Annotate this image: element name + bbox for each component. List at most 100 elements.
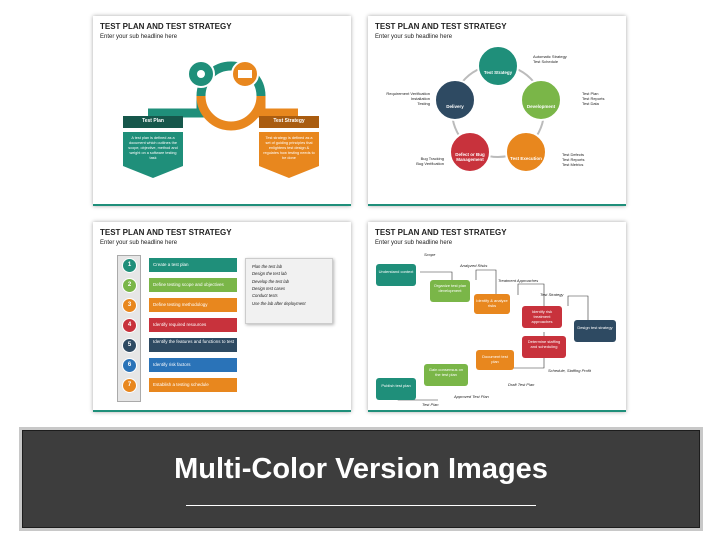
flow-box-label: Identify & analyze risks	[476, 298, 508, 308]
step-bar: Define testing scope and objectives	[149, 278, 237, 292]
slide-subtitle: Enter your sub headline here	[375, 240, 453, 246]
note-item: Test Plan	[582, 91, 599, 96]
flow-label: Approved Test Plan	[454, 394, 489, 399]
flow-box	[376, 378, 416, 400]
multi-color-banner: Multi-Color Version Images	[22, 430, 700, 528]
step-bar: Create a test plan	[149, 258, 237, 272]
note-item: Test Metrics	[562, 162, 584, 167]
node-label-execution: Test Execution	[510, 156, 542, 161]
note-item: Testing	[417, 101, 430, 106]
flow-label: Schedule, Staffing Profit	[548, 368, 591, 373]
step-number: 4	[122, 318, 137, 333]
flow-box	[574, 320, 616, 342]
note-item: Design test cases	[252, 286, 286, 292]
notes-execution: Test Defects Test Reports Test Metrics	[562, 152, 584, 167]
slide-thumbnail-1[interactable]: TEST PLAN AND TEST STRATEGY Enter your s…	[93, 16, 351, 206]
flow-box	[522, 306, 562, 328]
note-item: Use the lab after deployment	[252, 300, 306, 306]
note-item: Conduct tests	[252, 293, 278, 299]
node-label-delivery: Delivery	[446, 104, 464, 109]
flow-box-label: Understand context	[378, 269, 414, 274]
banner-title: Multi-Color Version Images	[174, 453, 548, 485]
note-item: Test Reports	[582, 96, 605, 101]
step-number: 6	[122, 358, 137, 373]
step-bar: Identify the features and functions to t…	[149, 338, 237, 352]
step-number: 5	[122, 338, 137, 353]
note-item: Test Data	[582, 101, 599, 106]
note-item: Develop the test lab	[252, 278, 290, 284]
flow-label: Scope	[424, 252, 436, 257]
book-icon	[238, 70, 252, 78]
notes-delivery: Requirement Verification Installation Te…	[380, 91, 430, 106]
test-plan-strategy-diagram	[123, 60, 319, 178]
step-bar: Identify required resources	[149, 318, 237, 332]
step-number: 7	[122, 378, 137, 393]
notes-defect: Bug Tracking Bug Verification	[398, 156, 444, 166]
flow-box-label: Identify risk treatment approaches	[531, 309, 553, 324]
banner-underline	[186, 505, 536, 506]
node-defect-management	[449, 131, 491, 173]
flow-box-label: Design test strategy	[577, 325, 613, 330]
step-bar: Establish a testing schedule	[149, 378, 237, 392]
slide-subtitle: Enter your sub headline here	[375, 34, 453, 40]
note-item: Requirement Verification	[386, 91, 430, 96]
flow-label: Treatment Approaches	[498, 278, 539, 283]
flow-box	[474, 294, 510, 314]
slide-footer-bar	[368, 410, 626, 412]
process-flow-diagram	[376, 264, 616, 401]
note-item: Test Reports	[562, 157, 585, 162]
note-item: Bug Tracking	[420, 156, 444, 161]
step-number: 3	[122, 298, 137, 313]
step-bar: Identify risk factors	[149, 358, 237, 372]
cycle-diagram	[434, 45, 562, 173]
note-item: Test Schedule	[533, 59, 559, 64]
strategy-label: Test Strategy	[273, 118, 305, 124]
flow-box	[424, 364, 468, 386]
node-test-execution	[505, 131, 547, 173]
slide-thumbnail-2[interactable]: TEST PLAN AND TEST STRATEGY Enter your s…	[368, 16, 626, 206]
slide-footer-bar	[93, 204, 351, 206]
plan-description-box	[123, 132, 183, 178]
slide-subtitle: Enter your sub headline here	[100, 34, 178, 40]
strategy-ring-part	[196, 95, 266, 131]
plan-label: Test Plan	[142, 118, 164, 124]
flow-box-label: Document test plan	[482, 354, 508, 364]
notes-development: Test Plan Test Reports Test Data	[582, 91, 604, 106]
slide-title: TEST PLAN AND TEST STRATEGY	[100, 228, 232, 237]
step-bar: Define testing methodology	[149, 298, 237, 312]
strategy-label-box	[259, 116, 319, 128]
flow-label: Analyzed Risks	[460, 263, 488, 268]
note-item: Automatic Strategy	[533, 54, 567, 59]
plan-label-box	[123, 116, 183, 128]
node-development	[520, 79, 562, 121]
node-label-strategy: Test Strategy	[483, 70, 513, 75]
flow-box-label: Gain consensus on the test plan	[428, 367, 464, 377]
plan-connector	[148, 61, 266, 118]
node-label-development: Development	[526, 104, 556, 109]
flow-label: Test Plan	[422, 402, 439, 407]
slide-footer-bar	[93, 410, 351, 412]
node-delivery	[434, 79, 476, 121]
slide-title: TEST PLAN AND TEST STRATEGY	[100, 22, 232, 31]
slide-thumbnail-4[interactable]: TEST PLAN AND TEST STRATEGY Enter your s…	[368, 222, 626, 412]
slide-title: TEST PLAN AND TEST STRATEGY	[375, 22, 507, 31]
strategy-description: Test strategy is defined as a set of gui…	[263, 136, 315, 160]
notes-strategy: Automatic Strategy Test Schedule	[533, 54, 567, 64]
flow-box	[476, 350, 514, 370]
note-item: Installation	[410, 96, 430, 101]
slide-footer-bar	[368, 204, 626, 206]
flow-box	[430, 280, 470, 302]
slide-thumbnail-3[interactable]: TEST PLAN AND TEST STRATEGY Enter your s…	[93, 222, 351, 412]
note-item: Bug Verification	[416, 161, 444, 166]
plan-description: A test plan is defined as a document whi…	[128, 136, 178, 160]
step-number: 2	[122, 278, 137, 293]
node-label-defect: Defect or Bug Management	[455, 152, 485, 162]
step-number: 1	[122, 258, 137, 273]
lightbulb-icon	[197, 70, 205, 78]
strategy-connector	[256, 96, 298, 118]
flow-label: Draft Test Plan	[508, 382, 535, 387]
flow-box-label: Organize test plan development	[433, 283, 467, 293]
strategy-description-box	[259, 132, 319, 178]
flow-box-label: Publish test plan	[381, 383, 411, 388]
node-test-strategy	[477, 45, 519, 87]
